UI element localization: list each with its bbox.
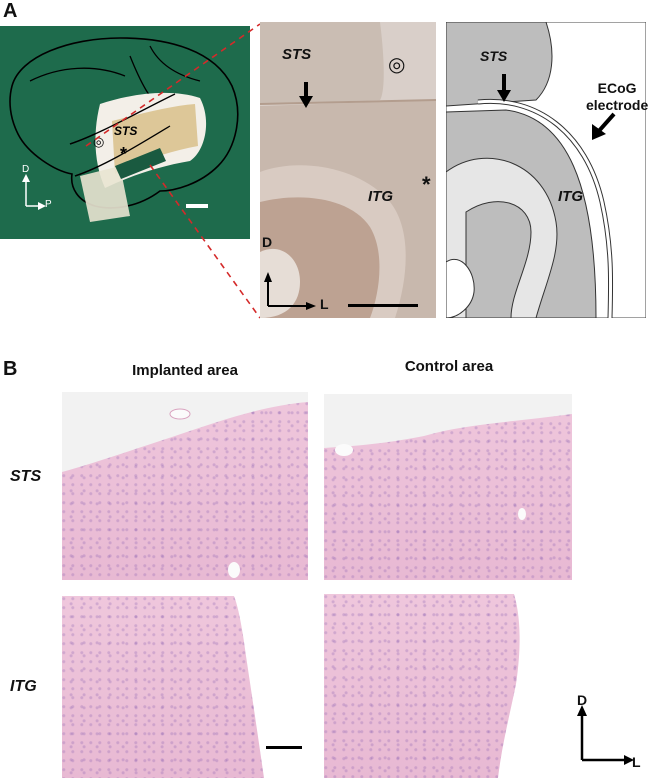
panel-b-dir-l: L	[632, 754, 641, 770]
ecog-label-line2: electrode	[586, 97, 649, 113]
histology-sts-implanted	[62, 392, 308, 580]
section-drawing	[260, 22, 436, 318]
row-label-sts: STS	[10, 468, 42, 485]
ecog-electrode-label: ECoG electrode	[586, 80, 648, 114]
schematic-drawing	[445, 21, 647, 319]
ecog-label-line1: ECoG	[597, 80, 637, 96]
histology-sts-control	[324, 394, 572, 580]
panel-b-axis-arrows	[577, 705, 634, 765]
photo-sts-label: STS	[114, 124, 138, 138]
histology-mask	[62, 392, 308, 578]
section-sts-label: STS	[282, 46, 312, 63]
section-photo: STS ◎ ITG * D L	[260, 22, 436, 318]
brain-photo: STS * ◎ D P	[0, 26, 250, 239]
section-concentric-marker: ◎	[388, 54, 406, 76]
diagram-sts-label: STS	[480, 48, 508, 64]
photo-dir-d: D	[22, 164, 30, 175]
section-dir-d: D	[262, 234, 273, 250]
col-header-control: Control area	[404, 358, 494, 375]
col-header-implanted: Implanted area	[132, 362, 238, 379]
schematic-diagram: STS ITG ECoG electrode	[445, 21, 648, 319]
histology-mask-4	[498, 594, 572, 778]
section-dir-l: L	[320, 296, 329, 312]
photo-concentric-marker: ◎	[93, 134, 105, 149]
brain-outline-drawing	[9, 37, 239, 222]
histology-itg-implanted	[62, 596, 308, 778]
panel-label-b: B	[3, 358, 18, 380]
histology-itg-control	[324, 594, 572, 778]
histology-mask-2	[324, 394, 572, 520]
photo-dir-p: P	[45, 199, 52, 210]
photo-asterisk: *	[120, 144, 128, 164]
diagram-itg-label: ITG	[558, 188, 583, 205]
histology-mask-3	[234, 596, 308, 778]
section-itg-label: ITG	[368, 188, 393, 205]
section-asterisk: *	[422, 172, 431, 197]
panel-label-a: A	[3, 0, 18, 22]
panel-b-dir-d: D	[577, 692, 588, 708]
row-label-itg: ITG	[10, 678, 37, 695]
